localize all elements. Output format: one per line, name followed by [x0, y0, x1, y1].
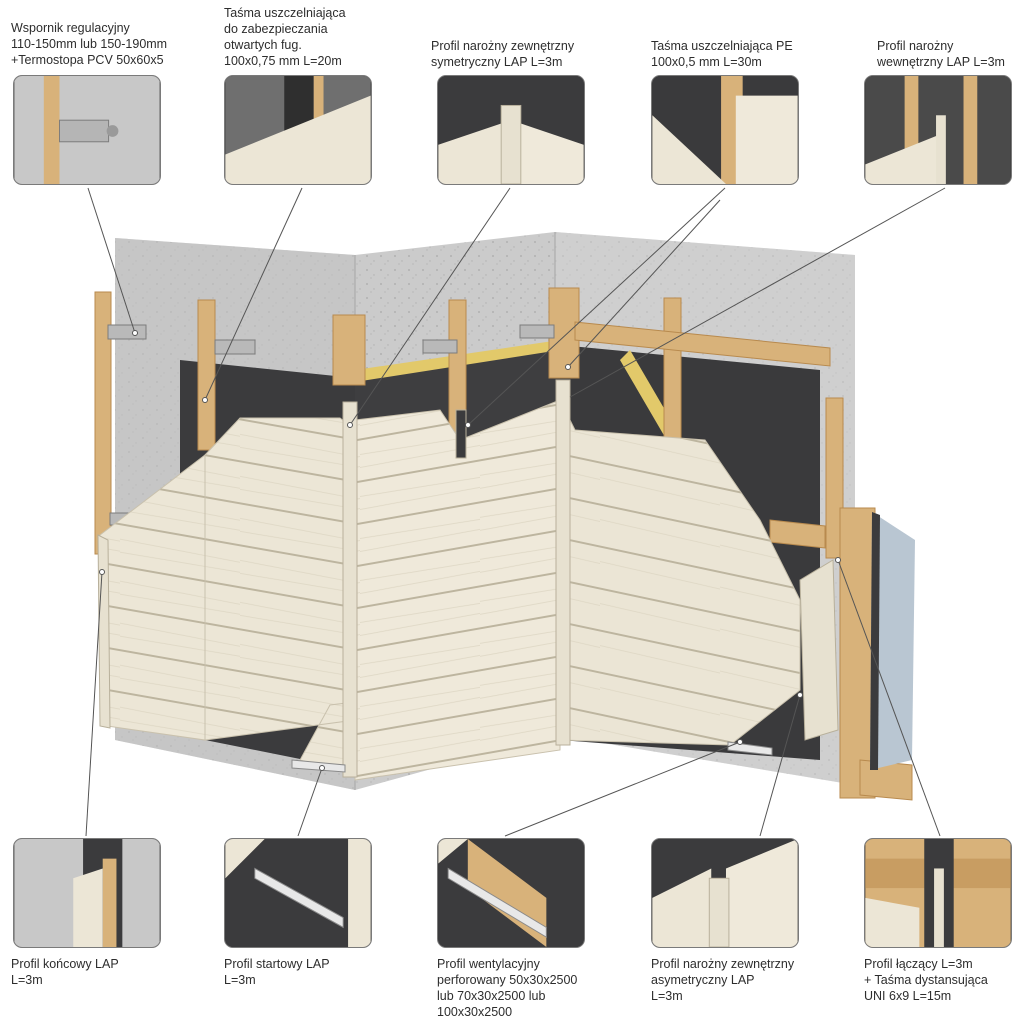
detail-joint-profile-thumbnail [864, 838, 1012, 948]
detail-inner-corner-thumbnail [864, 75, 1012, 185]
corner-profiles [97, 379, 839, 778]
siding-left-wall [99, 417, 356, 776]
label-profil-laczacy: Profil łączący L=3m + Taśma dystansująca… [864, 957, 988, 1003]
label-profil-wew: Profil narożny wewnętrzny LAP L=3m [877, 39, 1005, 69]
leader-lines [85, 187, 946, 837]
window-frame [870, 512, 915, 770]
label-profil-zew-asym: Profil narożny zewnętrzny asymetryczny L… [651, 957, 795, 1003]
label-tasma-pe: Taśma uszczelniająca PE 100x0,5 mm L=30m [651, 39, 793, 69]
label-wspornik: Wspornik regulacyjny 110-150mm lub 150-1… [11, 21, 168, 67]
label-tasma-fug: Taśma uszczelniająca do zabezpieczania o… [224, 6, 346, 68]
detail-starter-profile-thumbnail [224, 838, 372, 948]
detail-outer-corner-asym-thumbnail [651, 838, 799, 948]
label-profil-wentylacyjny: Profil wentylacyjny perforowany 50x30x25… [437, 957, 578, 1019]
leader-dots [99, 330, 841, 771]
detail-joint-tape-thumbnail [224, 75, 372, 185]
label-profil-startowy: Profil startowy LAP L=3m [224, 957, 330, 987]
detail-bracket-thumbnail [13, 75, 161, 185]
detail-outer-corner-sym-thumbnail [437, 75, 585, 185]
label-profil-koncowy: Profil końcowy LAP L=3m [11, 957, 119, 987]
detail-vent-profile-thumbnail [437, 838, 585, 948]
wooden-battens [94, 287, 913, 801]
detail-pe-tape-thumbnail [651, 75, 799, 185]
label-profil-zew-sym: Profil narożny zewnętrzny symetryczny LA… [431, 39, 575, 69]
detail-end-profile-thumbnail [13, 838, 161, 948]
starter-profiles [291, 741, 773, 773]
siding-right-wall [559, 399, 801, 746]
